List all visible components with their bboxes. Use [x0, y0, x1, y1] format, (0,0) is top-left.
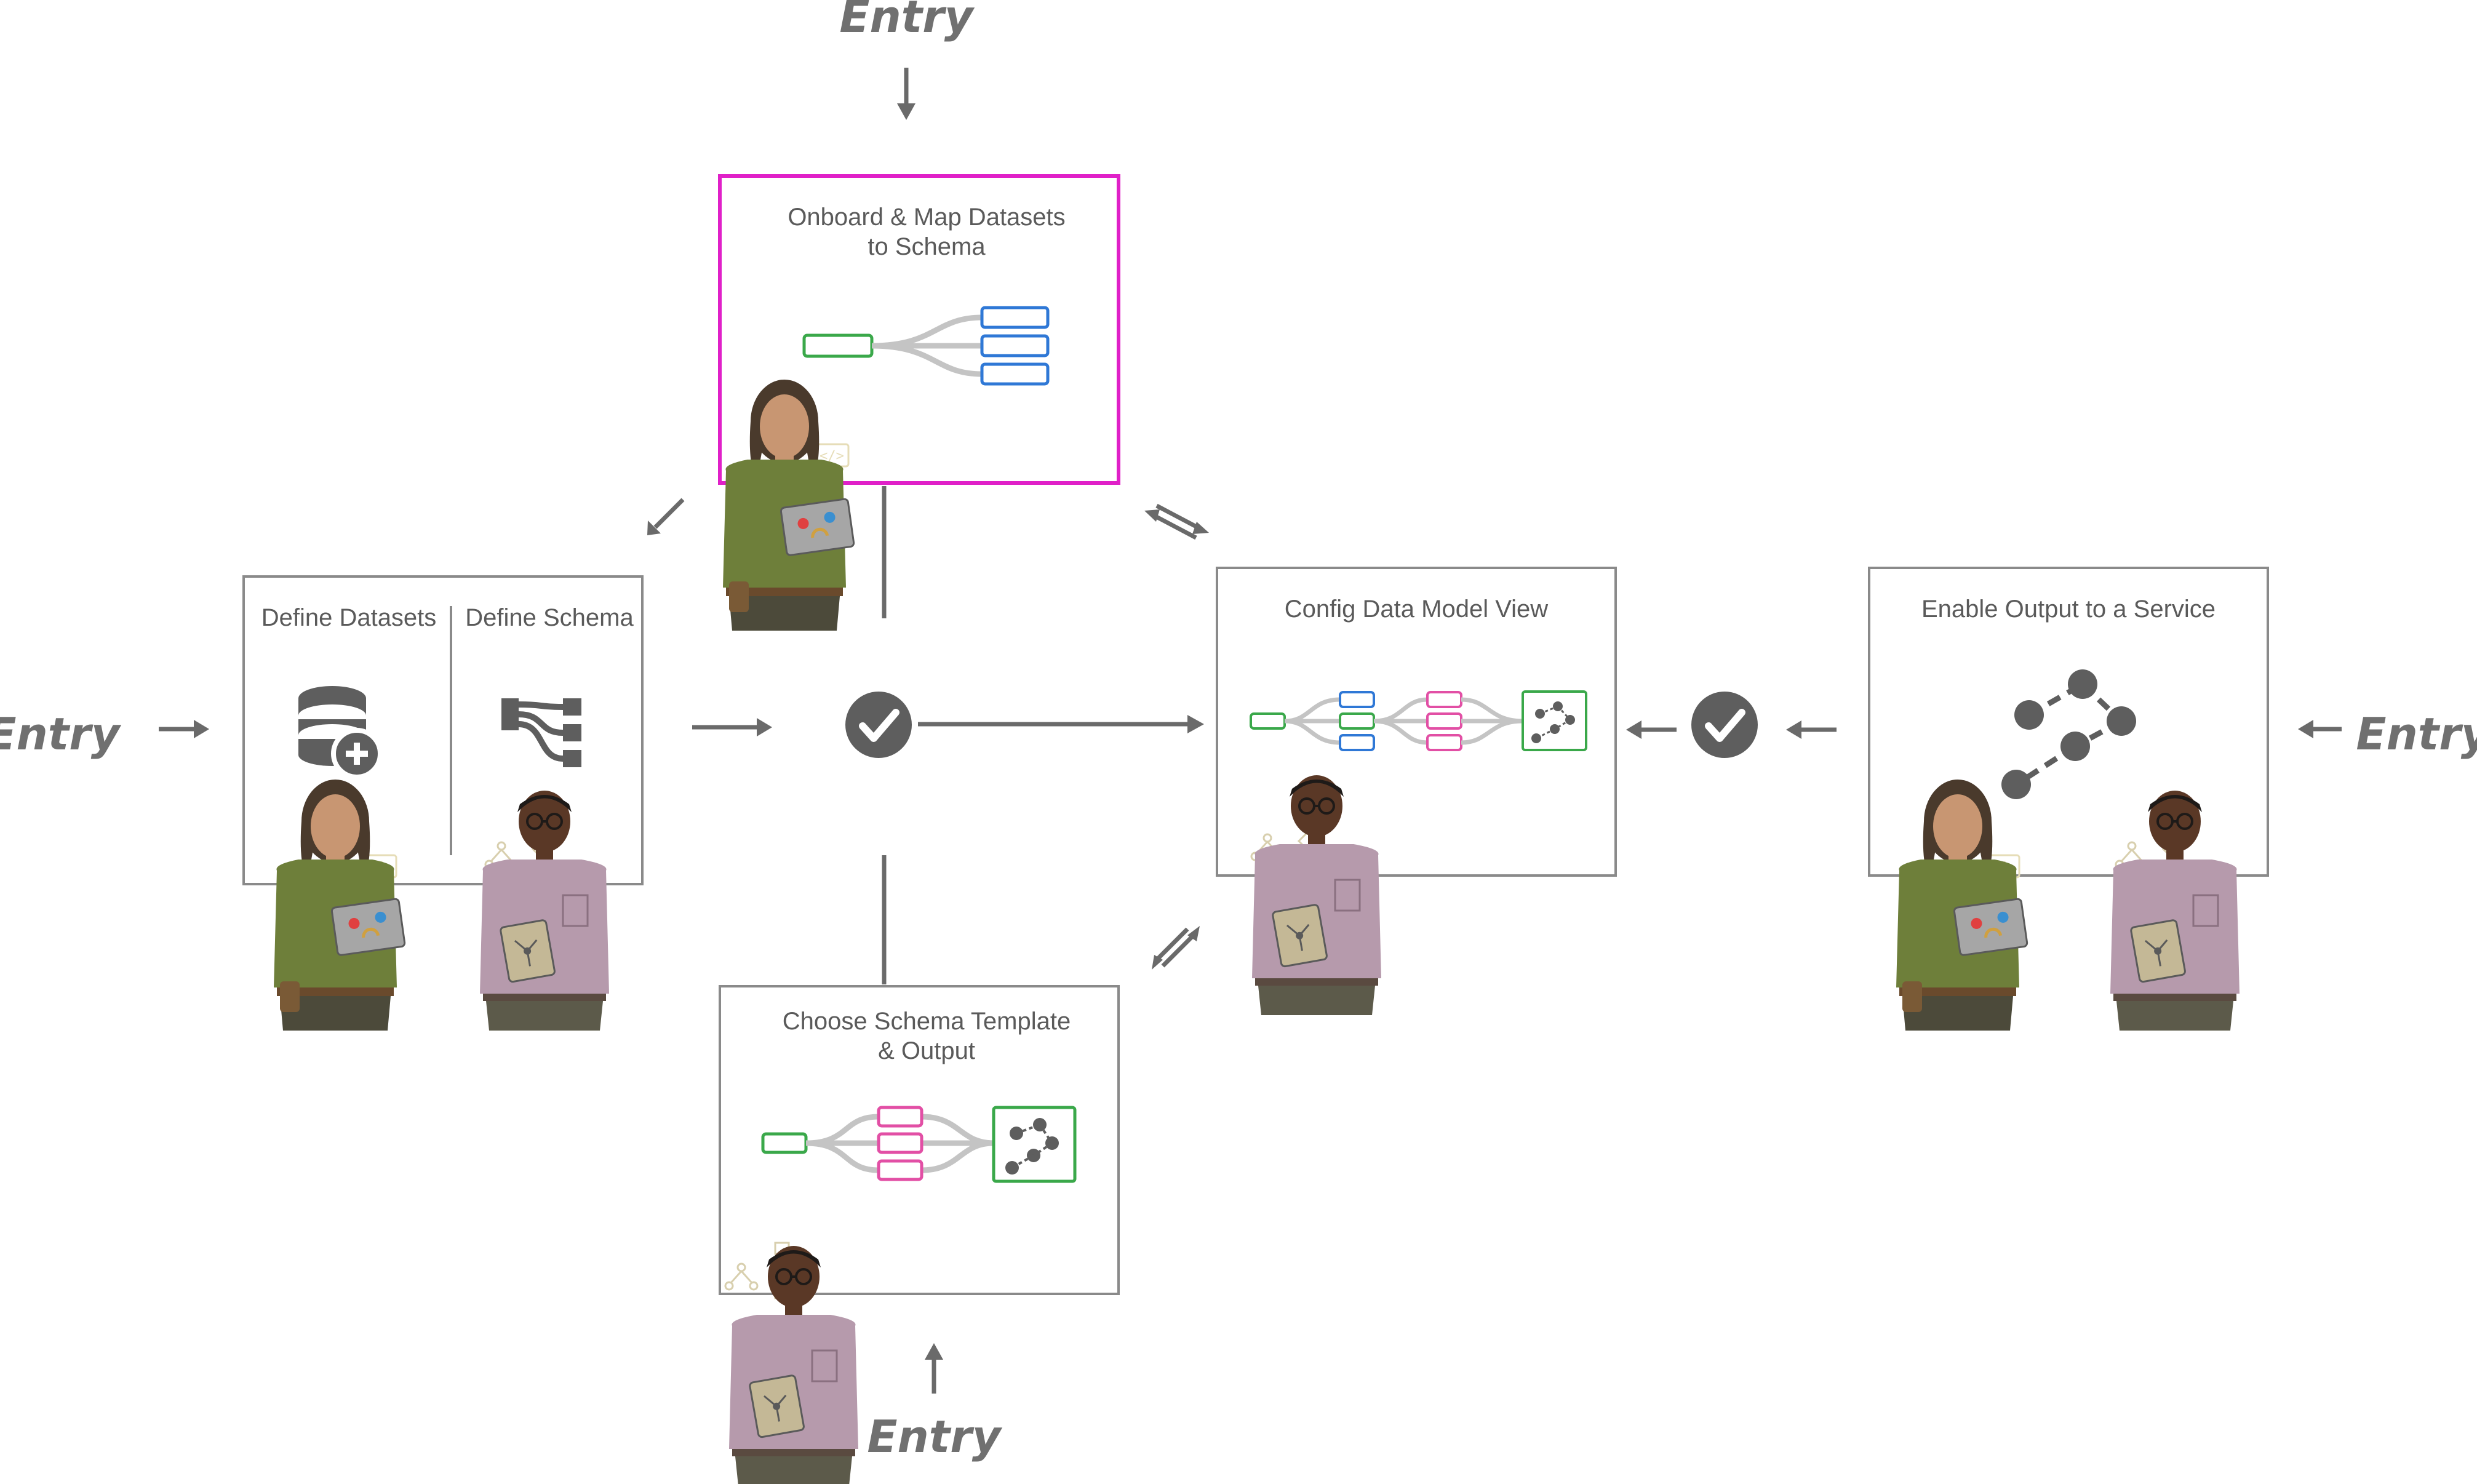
flow-arrow-define-to-check	[692, 718, 772, 736]
entry-arrow-top	[897, 68, 915, 120]
flow-arrow-onboard-config-bidirectional	[1144, 503, 1209, 540]
flow-arrow-onboard-to-define	[647, 498, 685, 535]
onboard-label-line2: to Schema	[868, 233, 986, 260]
entry-label-bottom: Entry	[867, 1411, 1002, 1462]
flow-arrow-template-config-bidirectional	[1152, 926, 1200, 970]
define-schema-label: Define Schema	[465, 604, 634, 631]
template-label-line2: & Output	[878, 1037, 975, 1064]
data-model-view-icon	[1250, 690, 1587, 751]
dataset-to-schema-mapping-icon	[802, 306, 1050, 386]
config-label: Config Data Model View	[1285, 596, 1548, 623]
entry-label-left: Entry	[0, 708, 122, 760]
step-config-data-model-view[interactable]: Config Data Model View	[1216, 567, 1617, 877]
entry-label-top: Entry	[839, 0, 975, 42]
flow-arrow-check-to-config	[918, 715, 1204, 733]
define-datasets-label: Define Datasets	[261, 604, 437, 631]
database-add-icon	[298, 686, 383, 780]
flow-arrow-check2-to-config	[1626, 720, 1677, 739]
entry-arrow-bottom	[925, 1343, 943, 1394]
onboard-label-line1: Onboard & Map Datasets	[788, 204, 1065, 231]
graph-nodes-icon	[2001, 669, 2136, 799]
entry-arrow-right	[2298, 720, 2342, 738]
entry-label-right: Entry	[2356, 708, 2477, 760]
enable-output-label: Enable Output to a Service	[1921, 596, 2216, 623]
template-label-line1: Choose Schema Template	[783, 1008, 1071, 1035]
entry-arrow-left	[159, 720, 209, 738]
template-mapping-icon	[761, 1106, 1077, 1183]
step-choose-schema-template[interactable]: Choose Schema Template & Output	[719, 985, 1120, 1299]
schema-tree-icon	[501, 698, 581, 767]
checkpoint-icon-left	[845, 692, 912, 758]
flow-arrow-enable-to-check2	[1786, 720, 1837, 739]
checkpoint-icon-right	[1691, 692, 1758, 758]
